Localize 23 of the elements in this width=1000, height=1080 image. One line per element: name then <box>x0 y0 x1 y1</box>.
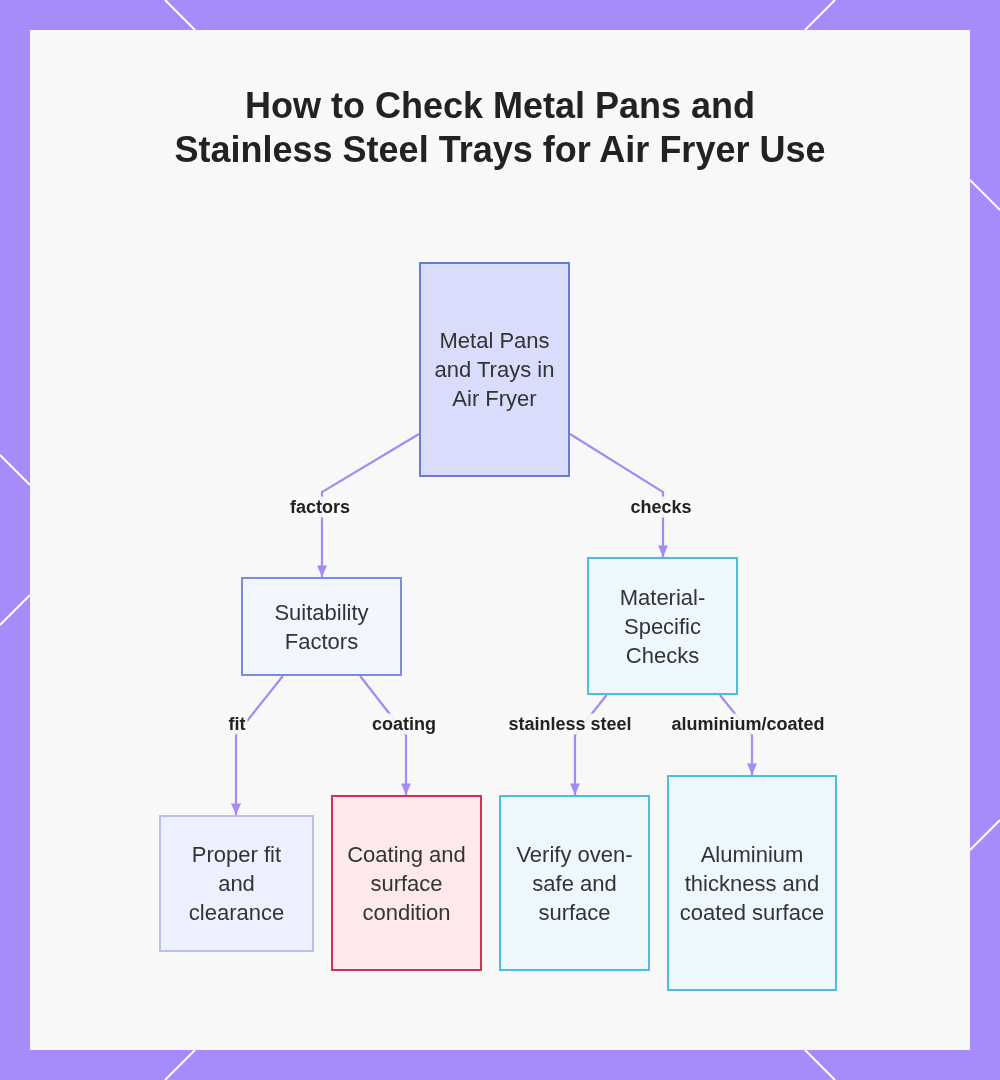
process-box <box>587 557 738 695</box>
process-box <box>667 775 837 991</box>
node-text: Material-Specific Checks <box>618 583 707 670</box>
arrow <box>231 675 284 815</box>
edge-label: coating <box>370 713 438 735</box>
arrow <box>317 433 420 577</box>
node-text: Proper fit and clearance <box>187 841 286 927</box>
node-text: Suitability Factors <box>273 598 370 656</box>
node-text: Metal Pans and Trays in Air Fryer <box>433 327 556 413</box>
diagram-title: How to Check Metal Pans and Stainless Steel Trays for Air Fryer Use <box>173 84 827 172</box>
process-box <box>419 262 570 477</box>
edge-label: aluminium/coated <box>669 713 827 735</box>
node-text: Verify oven-safe and surface <box>515 840 634 927</box>
edge-label: factors <box>288 496 352 518</box>
node-text: Aluminium thickness and coated surface <box>679 840 825 927</box>
process-box <box>331 795 482 971</box>
process-box <box>499 795 650 971</box>
process-box <box>241 577 402 676</box>
edge-label: checks <box>628 496 694 518</box>
process-box <box>159 815 314 952</box>
node-text: Coating and surface condition <box>346 840 467 927</box>
arrow <box>569 433 668 557</box>
edge-label: stainless steel <box>506 713 634 735</box>
